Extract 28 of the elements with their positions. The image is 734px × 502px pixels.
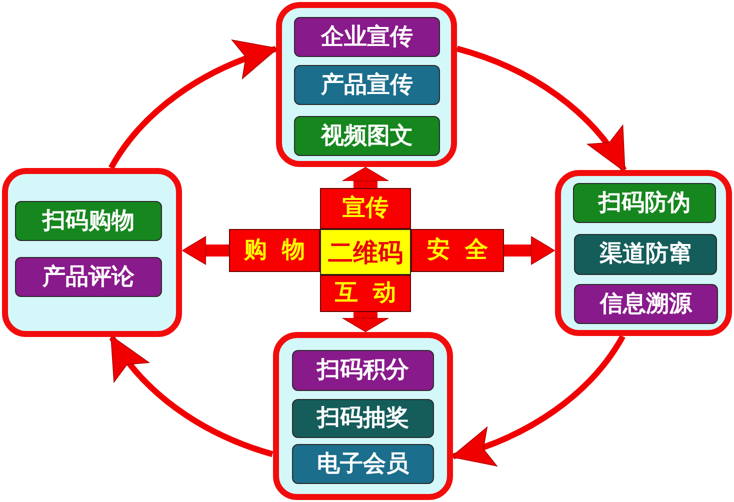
feature-box: 电子会员 bbox=[292, 444, 434, 484]
center-box: 二维码 bbox=[320, 229, 411, 275]
feature-box: 产品评论 bbox=[15, 257, 162, 297]
cross-arm: 购物 bbox=[229, 229, 320, 272]
cycle-arrow bbox=[108, 41, 278, 170]
feature-box: 扫码购物 bbox=[15, 201, 162, 241]
feature-box: 产品宣传 bbox=[294, 65, 440, 105]
cycle-arrow bbox=[450, 334, 626, 464]
feature-box: 视频图文 bbox=[294, 116, 440, 156]
arrow bbox=[342, 167, 389, 188]
feature-box: 扫码积分 bbox=[292, 350, 434, 391]
arrow bbox=[182, 236, 229, 265]
arrow bbox=[342, 312, 389, 332]
rounded-panel bbox=[555, 170, 732, 336]
cross-arm: 宣传 bbox=[320, 188, 411, 229]
feature-box: 信息溯源 bbox=[574, 284, 718, 324]
feature-box: 企业宣传 bbox=[294, 17, 440, 57]
arrow bbox=[504, 236, 555, 265]
rounded-panel bbox=[276, 2, 457, 167]
cross-arm: 安全 bbox=[411, 229, 504, 272]
feature-box: 渠道防窜 bbox=[574, 234, 717, 275]
cross-arm: 互动 bbox=[320, 275, 411, 312]
cycle-arrow bbox=[109, 335, 274, 458]
rounded-panel bbox=[2, 168, 182, 337]
rounded-panel bbox=[273, 332, 453, 500]
feature-box: 扫码抽奖 bbox=[292, 399, 434, 438]
cycle-arrow bbox=[456, 46, 627, 172]
feature-box: 扫码防伪 bbox=[573, 183, 716, 223]
